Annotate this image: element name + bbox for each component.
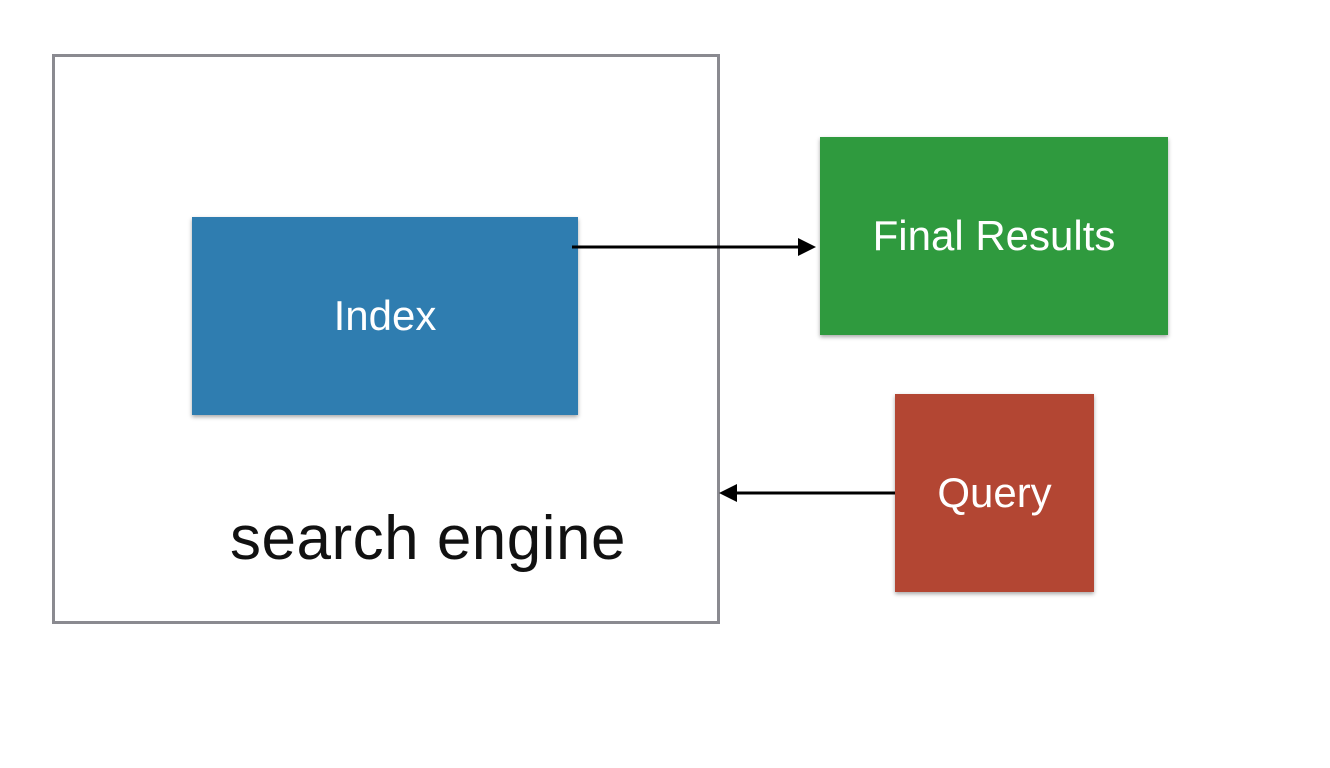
arrowhead-final-results — [798, 238, 816, 256]
search-engine-label: search engine — [230, 504, 626, 573]
index-label: Index — [333, 292, 437, 339]
index-node: Index — [192, 217, 578, 415]
query-label: Query — [937, 469, 1052, 516]
final-results-node: Final Results — [820, 137, 1168, 335]
arrowhead-search-engine — [719, 484, 737, 502]
query-node: Query — [895, 394, 1094, 592]
final-results-label: Final Results — [872, 212, 1116, 259]
